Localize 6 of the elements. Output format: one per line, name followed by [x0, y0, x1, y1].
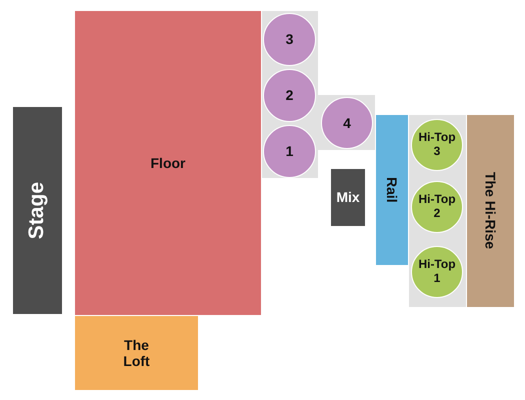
hi-rise-section: The Hi-Rise	[467, 115, 514, 307]
stage-block: Stage	[13, 107, 62, 314]
loft-section: The Loft	[75, 316, 198, 390]
rail-section: Rail	[376, 115, 408, 265]
mix-booth: Mix	[331, 169, 365, 226]
floor-section: Floor	[75, 11, 261, 315]
